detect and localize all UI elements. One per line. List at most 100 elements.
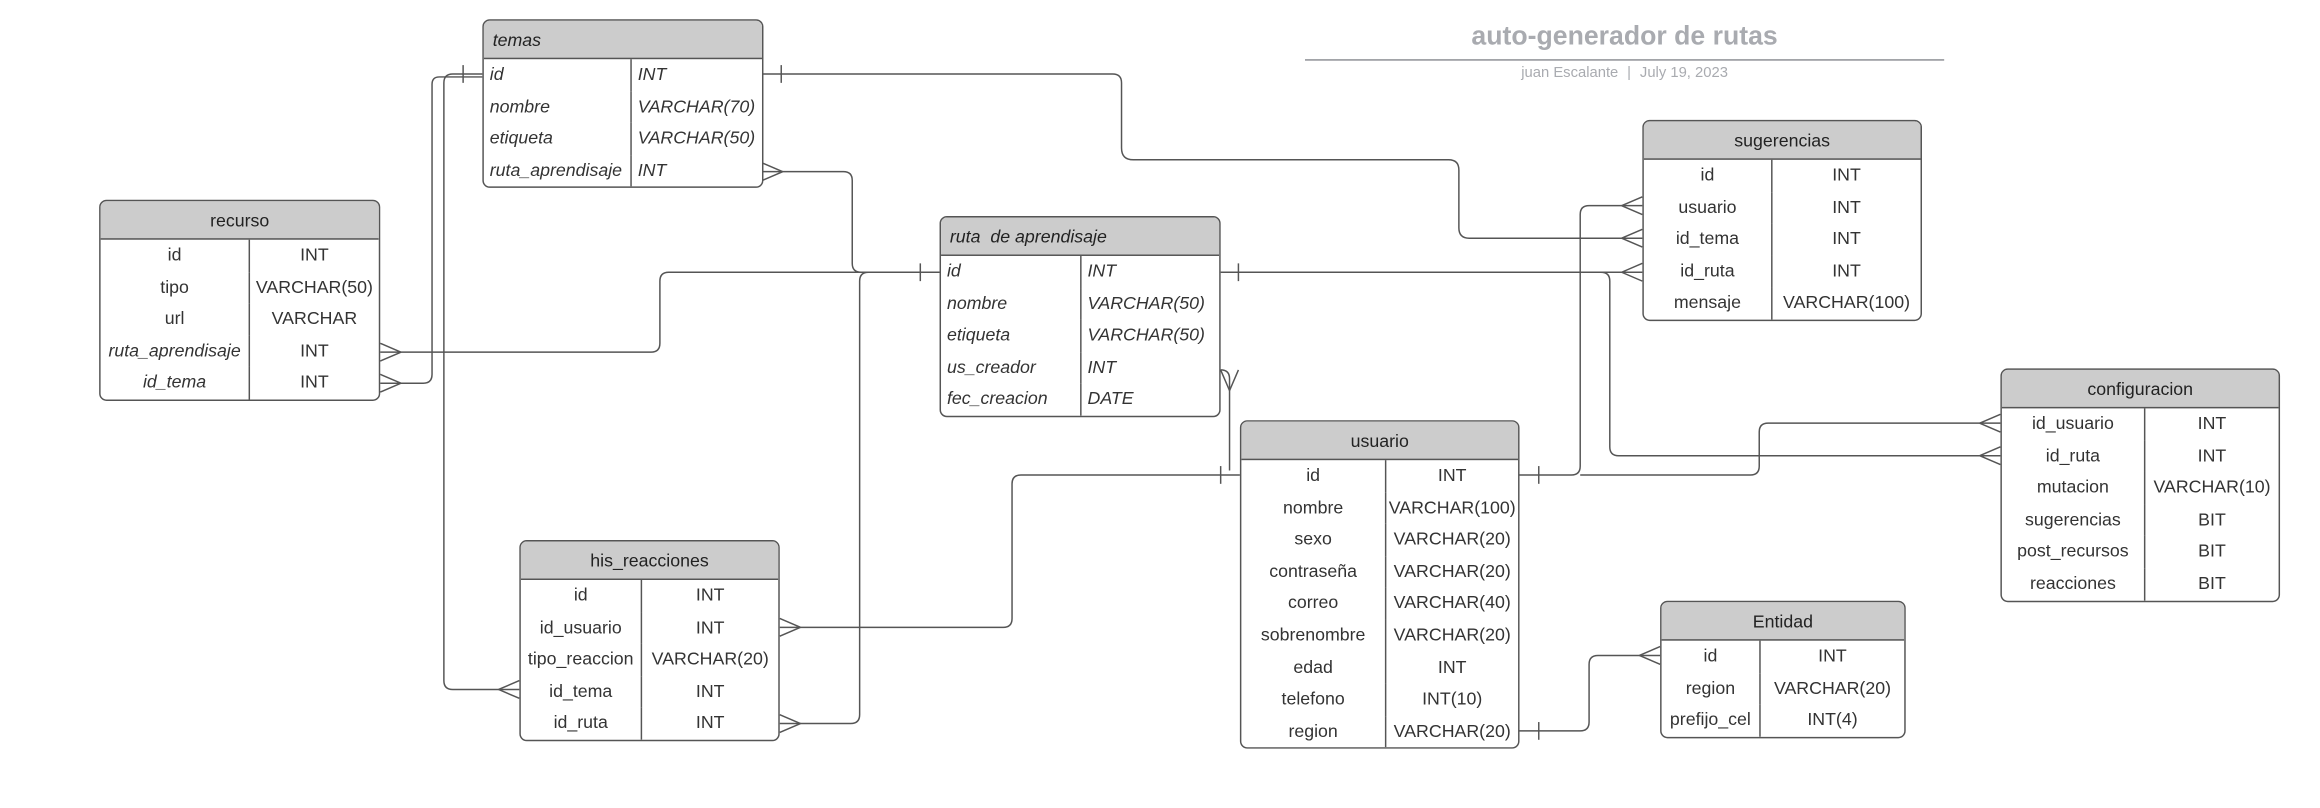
field-type: BIT bbox=[2198, 508, 2226, 530]
field-type: BIT bbox=[2198, 572, 2226, 594]
crow-foot-marker bbox=[1621, 228, 1643, 248]
connector-recurso-ruta bbox=[380, 271, 940, 353]
table-row[interactable]: tipo_reaccion VARCHAR(20) bbox=[521, 643, 778, 676]
field-type: INT bbox=[300, 371, 329, 393]
field-type: INT bbox=[695, 616, 725, 638]
field-name: tipo_reaccion bbox=[521, 643, 643, 676]
field-name: region bbox=[1241, 715, 1387, 748]
field-type: INT bbox=[1437, 464, 1467, 486]
crow-foot-marker bbox=[1219, 369, 1240, 391]
field-type: INT bbox=[2197, 412, 2227, 434]
field-name: id bbox=[1241, 460, 1387, 493]
table-row[interactable]: correo VARCHAR(40) bbox=[1241, 587, 1518, 620]
table-header: recurso bbox=[100, 201, 379, 240]
crow-foot-marker bbox=[779, 713, 801, 734]
field-name: mensaje bbox=[1644, 287, 1773, 320]
connector-ruta-his-reacciones bbox=[779, 271, 940, 725]
field-name: sugerencias bbox=[2002, 504, 2146, 537]
table-header: his_reacciones bbox=[520, 541, 779, 580]
field-name: id_ruta bbox=[521, 707, 643, 740]
field-type: INT bbox=[1832, 164, 1861, 185]
table-row[interactable]: sugerencias BIT bbox=[2002, 504, 2279, 537]
table-row[interactable]: id INT bbox=[1241, 460, 1518, 493]
field-name: correo bbox=[1241, 587, 1387, 620]
field-name: nombre bbox=[484, 91, 632, 124]
table-header: temas bbox=[483, 20, 762, 60]
field-type: VARCHAR(10) bbox=[2153, 476, 2271, 498]
field-name: etiqueta bbox=[484, 123, 632, 156]
title-divider bbox=[1305, 59, 1945, 61]
field-type: VARCHAR(20) bbox=[651, 648, 769, 670]
field-name: id_tema bbox=[521, 675, 643, 708]
separator: | bbox=[1627, 65, 1632, 82]
field-type: VARCHAR(50) bbox=[1087, 324, 1205, 346]
connector-ruta-usuario bbox=[1220, 369, 1231, 471]
crow-foot-marker bbox=[379, 373, 402, 393]
connector-temas-ruta bbox=[761, 170, 940, 273]
field-type: INT bbox=[300, 244, 329, 265]
field-name: ruta_aprendisaje bbox=[101, 335, 251, 368]
field-type: VARCHAR(20) bbox=[1393, 560, 1511, 582]
field-type: INT bbox=[1818, 645, 1847, 666]
field-type: VARCHAR(70) bbox=[637, 95, 756, 117]
field-name: nombre bbox=[1241, 492, 1387, 525]
field-name: prefijo_cel bbox=[1662, 704, 1761, 737]
field-type: VARCHAR(20) bbox=[1393, 624, 1511, 646]
field-type: VARCHAR(100) bbox=[1388, 496, 1516, 518]
field-name: region bbox=[1662, 672, 1761, 705]
field-type: INT bbox=[1832, 228, 1861, 249]
field-type: VARCHAR(40) bbox=[1393, 592, 1511, 614]
diagram-date: July 19, 2023 bbox=[1639, 65, 1728, 82]
